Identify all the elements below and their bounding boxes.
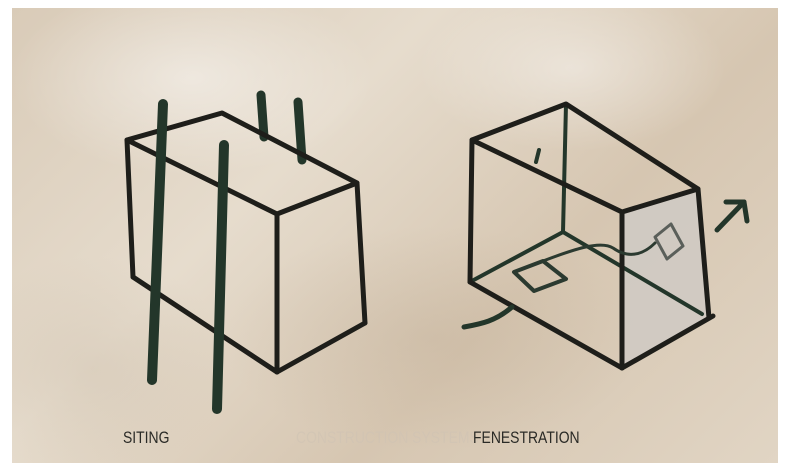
caption-fenestration: FENESTRATION xyxy=(473,428,580,448)
front-pole-1 xyxy=(152,104,163,380)
siting-sketch xyxy=(127,95,365,409)
arrow-out-icon xyxy=(717,202,747,230)
paper-background: CONSTRUCTION SYSTEMS SITING FENESTRATION xyxy=(12,8,778,463)
fenestration-sketch xyxy=(464,104,747,368)
watermark-text: CONSTRUCTION SYSTEMS xyxy=(296,428,479,448)
front-pole-2 xyxy=(217,145,224,409)
sketch-canvas xyxy=(12,8,778,463)
wind-curve xyxy=(464,307,512,327)
floor-sun-patch xyxy=(514,261,566,291)
caption-siting: SITING xyxy=(123,428,169,448)
